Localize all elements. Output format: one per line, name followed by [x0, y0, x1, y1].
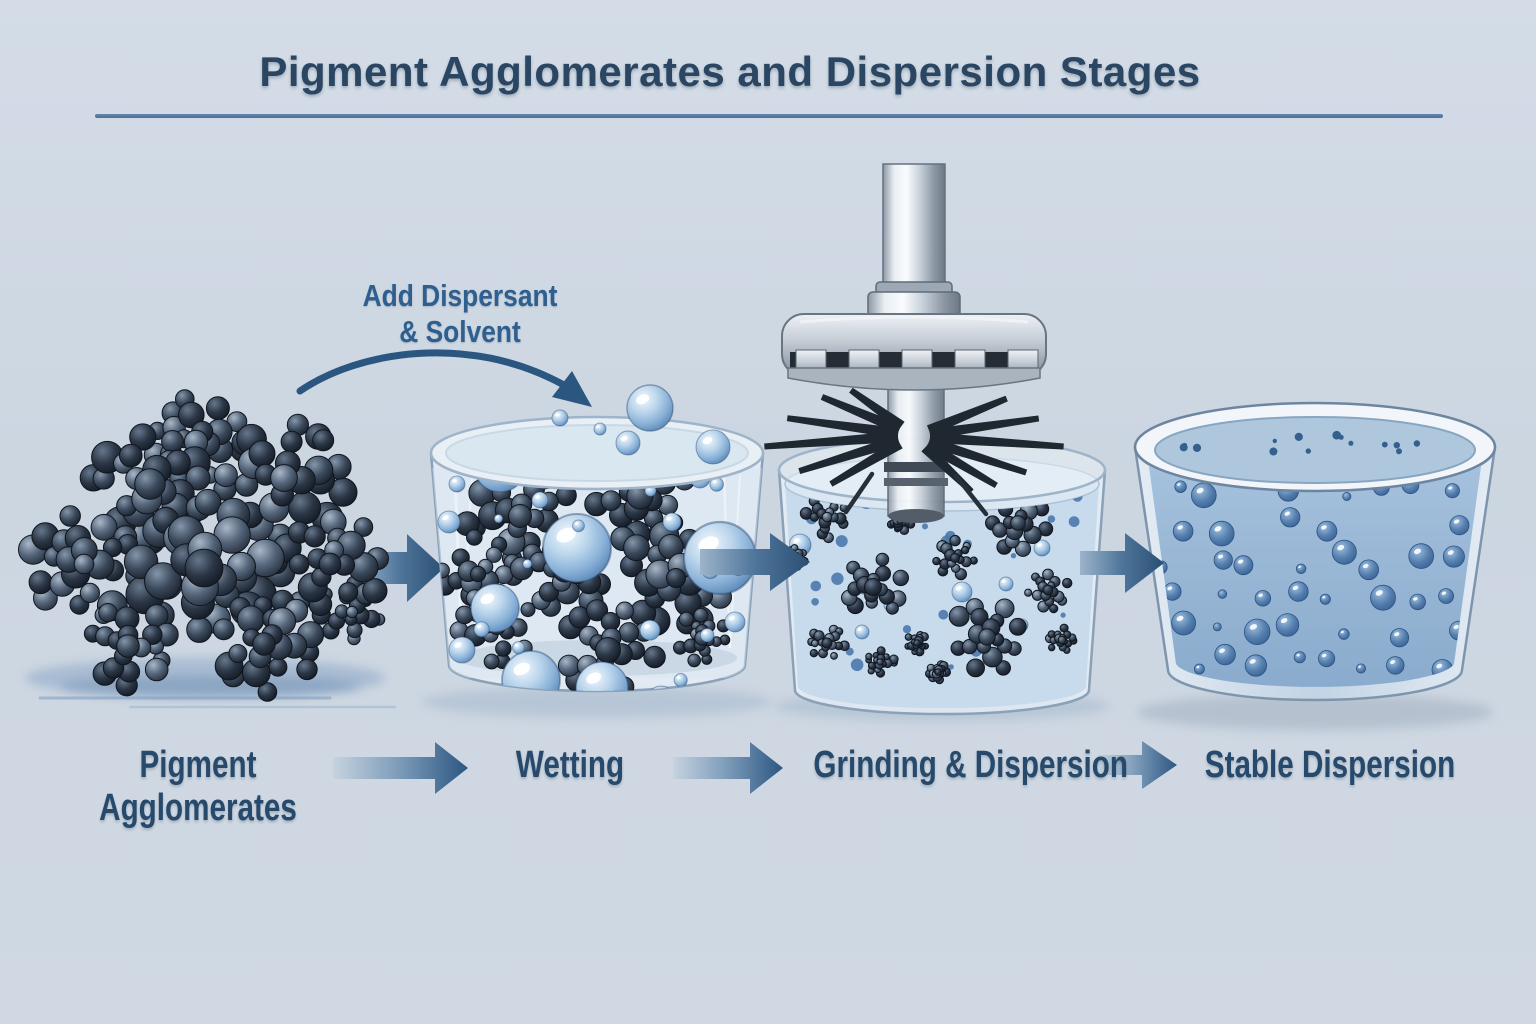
page-title: Pigment Agglomerates and Dispersion Stag…	[259, 48, 1201, 95]
flow-arrow-label-3	[1097, 741, 1177, 789]
flow-arrow-mid-2	[700, 533, 810, 591]
flow-arrow-mid-3	[1080, 533, 1164, 593]
stable-dispersion-beaker-illustration	[1133, 401, 1497, 730]
rotor-stator-mixer	[764, 163, 1064, 523]
annotation-line-2: & Solvent	[399, 313, 521, 349]
pigment-agglomerates-illustration	[17, 389, 397, 709]
wetting-beaker-illustration	[422, 384, 772, 718]
annotation-line-1: Add Dispersant	[362, 278, 558, 313]
stage-label-wetting: Wetting	[515, 744, 625, 786]
stage-label-pigment-agglomerates: Pigment Agglomerates	[99, 744, 297, 829]
mixer-blades	[764, 387, 1064, 494]
flow-arrow-label-2	[673, 742, 783, 794]
title-divider	[95, 114, 1443, 118]
grinding-beaker-illustration	[764, 163, 1110, 721]
add-dispersant-arrow	[296, 349, 592, 407]
add-dispersant-annotation: Add Dispersant & Solvent	[324, 278, 596, 349]
mixer-shaft	[882, 163, 946, 295]
flow-arrow-label-1	[333, 742, 468, 794]
stage-label-grinding-dispersion: Grinding & Dispersion	[813, 744, 1128, 786]
flow-arrow-mid-1	[356, 534, 444, 602]
stage-label-stable-dispersion: Stable Dispersion	[1204, 744, 1456, 786]
